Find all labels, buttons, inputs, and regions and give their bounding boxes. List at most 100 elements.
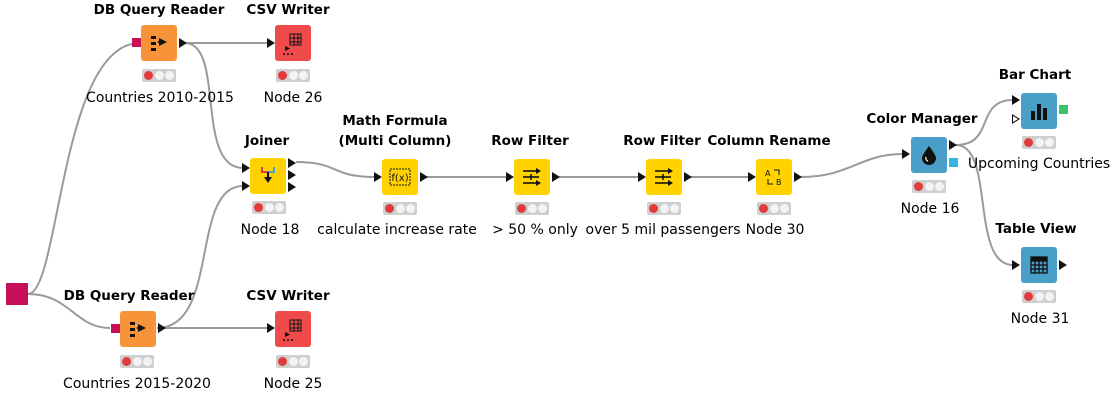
node-title-table-view: Table View (995, 221, 1077, 237)
svg-text:A: A (765, 169, 771, 178)
image-output-port[interactable] (1059, 105, 1068, 114)
flow-variable-source[interactable] (6, 283, 28, 305)
node-label-column-rename[interactable]: Node 30 (745, 222, 805, 238)
column-rename-node[interactable]: A B (756, 159, 792, 195)
output-port-2[interactable] (288, 170, 296, 180)
node-label-row-filter-2[interactable]: over 5 mil passengers (585, 222, 741, 238)
row-filter-node-1[interactable] (514, 159, 550, 195)
color-model-port[interactable] (949, 158, 958, 167)
output-port[interactable] (552, 172, 560, 182)
csv-writer-icon (283, 33, 302, 55)
status-traffic-light (757, 202, 791, 215)
row-filter-node-2[interactable] (646, 159, 682, 195)
csv-writer-node-2[interactable] (275, 311, 311, 347)
table-icon (1030, 256, 1048, 274)
connection-reader2-to-joiner[interactable] (156, 185, 244, 329)
output-port[interactable] (684, 172, 692, 182)
table-view-node[interactable] (1021, 247, 1057, 283)
output-port[interactable] (794, 172, 802, 182)
input-port[interactable] (267, 323, 275, 333)
node-title-db-reader-1: DB Query Reader (93, 2, 225, 18)
output-port-3[interactable] (288, 182, 296, 192)
math-formula-node[interactable]: f(x) (382, 159, 418, 195)
db-reader-icon (151, 36, 167, 51)
node-label-joiner[interactable]: Node 18 (240, 222, 300, 238)
connection-var-to-reader2[interactable] (27, 293, 111, 329)
status-traffic-light (252, 201, 286, 214)
db-query-reader-node-1[interactable] (141, 25, 177, 61)
filter-icon (523, 168, 541, 186)
output-port[interactable] (1059, 260, 1067, 270)
status-traffic-light (383, 202, 417, 215)
connection-var-to-reader1[interactable] (27, 42, 141, 295)
connection-rename-to-color[interactable] (800, 153, 904, 178)
input-port[interactable] (267, 38, 275, 48)
node-title-joiner: Joiner (244, 133, 290, 149)
bar-chart-node[interactable] (1021, 93, 1057, 129)
input-port[interactable] (374, 172, 382, 182)
db-query-reader-node-2[interactable] (120, 311, 156, 347)
node-title-row-filter-1: Row Filter (491, 133, 569, 149)
input-port-optional-inner (1013, 116, 1018, 122)
node-title-color-manager: Color Manager (866, 111, 978, 127)
node-title-csv-writer-2: CSV Writer (246, 288, 330, 304)
node-title-bar-chart: Bar Chart (998, 67, 1072, 83)
node-label-csv-writer-1[interactable]: Node 26 (263, 90, 323, 106)
input-port-left[interactable] (242, 163, 250, 173)
connection-color-to-barchart[interactable] (955, 99, 1014, 146)
node-label-db-reader-1[interactable]: Countries 2010-2015 (86, 90, 234, 106)
status-traffic-light (1022, 136, 1056, 149)
status-traffic-light (515, 202, 549, 215)
input-port[interactable] (902, 149, 910, 159)
node-title-row-filter-2: Row Filter (623, 133, 701, 149)
status-traffic-light (647, 202, 681, 215)
fx-icon: f(x) (389, 168, 411, 186)
input-port[interactable] (1012, 260, 1020, 270)
connection-reader1-to-joiner[interactable] (184, 42, 244, 169)
node-title-csv-writer-1: CSV Writer (246, 2, 330, 18)
node-label-table-view[interactable]: Node 31 (1010, 311, 1070, 327)
output-port[interactable] (179, 38, 187, 48)
svg-text:f(x): f(x) (391, 173, 408, 184)
node-title-math-formula-line2: (Multi Column) (338, 133, 452, 149)
color-manager-node[interactable] (911, 137, 947, 173)
node-label-db-reader-2[interactable]: Countries 2015-2020 (63, 376, 211, 392)
node-label-color-manager[interactable]: Node 16 (900, 201, 960, 217)
output-port-data[interactable] (949, 140, 957, 150)
status-traffic-light (142, 69, 176, 82)
node-title-column-rename: Column Rename (707, 133, 831, 149)
joiner-node[interactable] (250, 158, 286, 194)
node-label-math-formula[interactable]: calculate increase rate (317, 222, 477, 238)
db-input-port[interactable] (111, 324, 120, 333)
db-input-port[interactable] (132, 38, 141, 47)
color-drop-icon (922, 146, 936, 165)
bar-chart-icon (1031, 104, 1047, 120)
db-reader-icon (130, 322, 146, 337)
svg-text:B: B (776, 178, 782, 187)
node-title-math-formula-line1: Math Formula (342, 113, 448, 129)
output-port[interactable] (158, 323, 166, 333)
filter-icon (655, 168, 673, 186)
csv-writer-icon (283, 319, 302, 341)
output-port[interactable] (420, 172, 428, 182)
status-traffic-light (1022, 290, 1056, 303)
input-port-data[interactable] (1012, 95, 1020, 105)
joiner-icon (261, 167, 275, 183)
input-port[interactable] (638, 172, 646, 182)
input-port-right[interactable] (242, 181, 250, 191)
node-label-row-filter-1[interactable]: > 50 % only (492, 222, 578, 238)
connection-joiner-to-math[interactable] (295, 161, 376, 178)
csv-writer-node-1[interactable] (275, 25, 311, 61)
output-port-1[interactable] (288, 158, 296, 168)
input-port[interactable] (506, 172, 514, 182)
node-label-csv-writer-2[interactable]: Node 25 (263, 376, 323, 392)
status-traffic-light (912, 180, 946, 193)
input-port[interactable] (748, 172, 756, 182)
connection-color-to-tableview[interactable] (955, 144, 1014, 266)
rename-icon: A B (765, 169, 782, 187)
node-label-bar-chart[interactable]: Upcoming Countries (967, 156, 1111, 172)
node-title-db-reader-2: DB Query Reader (63, 288, 195, 304)
status-traffic-light (276, 355, 310, 368)
status-traffic-light (276, 69, 310, 82)
